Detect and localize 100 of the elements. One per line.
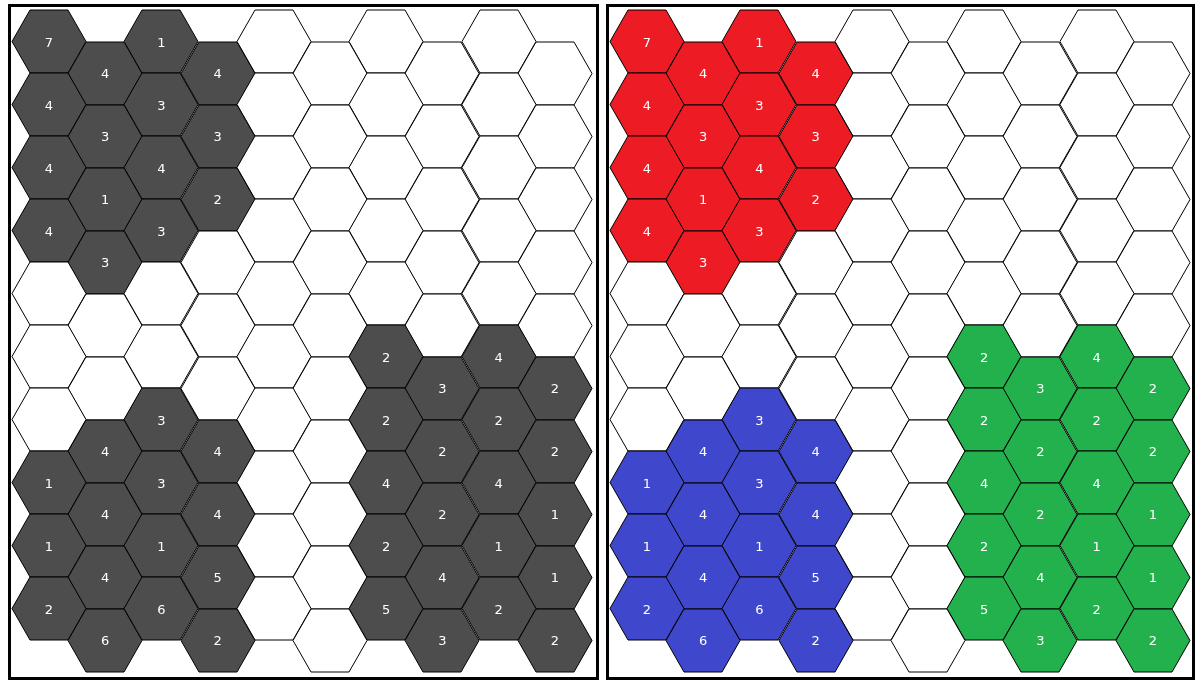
empty-hexagon [1114, 166, 1191, 232]
numbered-hexagon [665, 103, 742, 169]
numbered-hexagon [179, 481, 256, 547]
numbered-hexagon [665, 481, 742, 547]
hexagon-number: 2 [438, 443, 447, 459]
numbered-hexagon [123, 9, 200, 74]
hexagon-number: 4 [642, 223, 652, 238]
numbered-hexagon [777, 481, 854, 547]
numbered-hexagon [179, 607, 256, 673]
hexagon-number: 3 [157, 412, 166, 427]
hexagon-number: 4 [980, 475, 989, 490]
empty-hexagon [1058, 261, 1135, 326]
empty-hexagon [1002, 103, 1079, 169]
numbered-hexagon [123, 450, 200, 515]
hexagon-number: 2 [1092, 601, 1101, 616]
hexagon-number: 2 [550, 632, 559, 648]
numbered-hexagon [1114, 481, 1191, 547]
empty-hexagon [404, 103, 481, 169]
numbered-hexagon [516, 607, 593, 673]
empty-hexagon [1058, 135, 1135, 200]
numbered-hexagon [721, 450, 798, 515]
empty-hexagon [516, 103, 593, 169]
hexagon-number: 2 [1148, 380, 1157, 396]
empty-hexagon [348, 72, 425, 137]
empty-hexagon [890, 40, 966, 106]
empty-hexagon [833, 198, 910, 263]
empty-hexagon [665, 292, 742, 358]
hexagon-number: 2 [382, 412, 391, 427]
empty-hexagon [292, 355, 368, 421]
hexagon-number: 4 [101, 443, 110, 459]
numbered-hexagon [11, 513, 87, 578]
hexagon-number: 2 [494, 412, 503, 427]
hexagon-number: 2 [1036, 506, 1045, 522]
hexagon-number: 4 [213, 506, 222, 522]
hexagon-number: 1 [1148, 569, 1157, 585]
hexagon-number: 4 [642, 97, 652, 112]
hexagon-number: 4 [44, 97, 54, 112]
hexagon-number: 3 [101, 128, 110, 144]
empty-hexagon [833, 72, 910, 137]
numbered-hexagon [179, 103, 256, 169]
numbered-hexagon [348, 450, 425, 515]
numbered-hexagon [946, 450, 1023, 515]
empty-hexagon [833, 387, 910, 452]
numbered-hexagon [777, 166, 854, 232]
empty-hexagon [890, 607, 966, 673]
hexagon-number: 4 [213, 65, 222, 81]
empty-hexagon [1114, 229, 1191, 295]
hexagon-number: 2 [980, 349, 989, 364]
empty-hexagon [460, 135, 537, 200]
numbered-hexagon [721, 576, 798, 641]
hexagon-number: 4 [811, 443, 820, 459]
hexagon-number: 3 [699, 254, 708, 270]
empty-hexagon [179, 355, 256, 421]
empty-hexagon [292, 40, 368, 106]
numbered-hexagon [460, 324, 537, 389]
hexagon-number: 7 [44, 34, 54, 49]
empty-hexagon [1002, 40, 1079, 106]
hexagon-number: 4 [1036, 569, 1045, 585]
numbered-hexagon [1058, 576, 1135, 641]
empty-hexagon [609, 387, 685, 452]
hexagon-number: 5 [382, 601, 391, 616]
empty-hexagon [460, 261, 537, 326]
numbered-hexagon [516, 481, 593, 547]
empty-hexagon [179, 292, 256, 358]
numbered-hexagon [777, 40, 854, 106]
hexagon-number: 3 [438, 380, 447, 396]
empty-hexagon [235, 576, 312, 641]
empty-hexagon [890, 103, 966, 169]
numbered-hexagon [665, 229, 742, 295]
hexagon-number: 1 [642, 538, 652, 553]
hexagon-number: 1 [101, 191, 110, 207]
numbered-hexagon [1002, 544, 1079, 610]
empty-hexagon [404, 229, 481, 295]
hexagon-number: 2 [213, 632, 222, 648]
hexagon-number: 1 [550, 569, 559, 585]
empty-hexagon [777, 292, 854, 358]
hexagon-number: 4 [438, 569, 447, 585]
hexagon-number: 2 [382, 349, 391, 364]
empty-hexagon [833, 576, 910, 641]
empty-hexagon [609, 261, 685, 326]
numbered-hexagon [460, 576, 537, 641]
numbered-hexagon [946, 576, 1023, 641]
empty-hexagon [235, 450, 312, 515]
empty-hexagon [890, 166, 966, 232]
hexagon-number: 5 [980, 601, 989, 616]
hexagon-number: 4 [44, 160, 54, 175]
hexagon-number: 4 [101, 506, 110, 522]
empty-hexagon [460, 9, 537, 74]
numbered-hexagon [67, 418, 144, 484]
empty-hexagon [777, 229, 854, 295]
hexagon-number: 4 [44, 223, 54, 238]
numbered-hexagon [404, 607, 481, 673]
numbered-hexagon [67, 103, 144, 169]
empty-hexagon [1114, 40, 1191, 106]
numbered-hexagon [609, 9, 685, 74]
numbered-hexagon [404, 355, 481, 421]
numbered-hexagon [179, 418, 256, 484]
hexagon-number: 4 [101, 569, 110, 585]
hexagon-number: 4 [699, 506, 708, 522]
numbered-hexagon [1058, 387, 1135, 452]
